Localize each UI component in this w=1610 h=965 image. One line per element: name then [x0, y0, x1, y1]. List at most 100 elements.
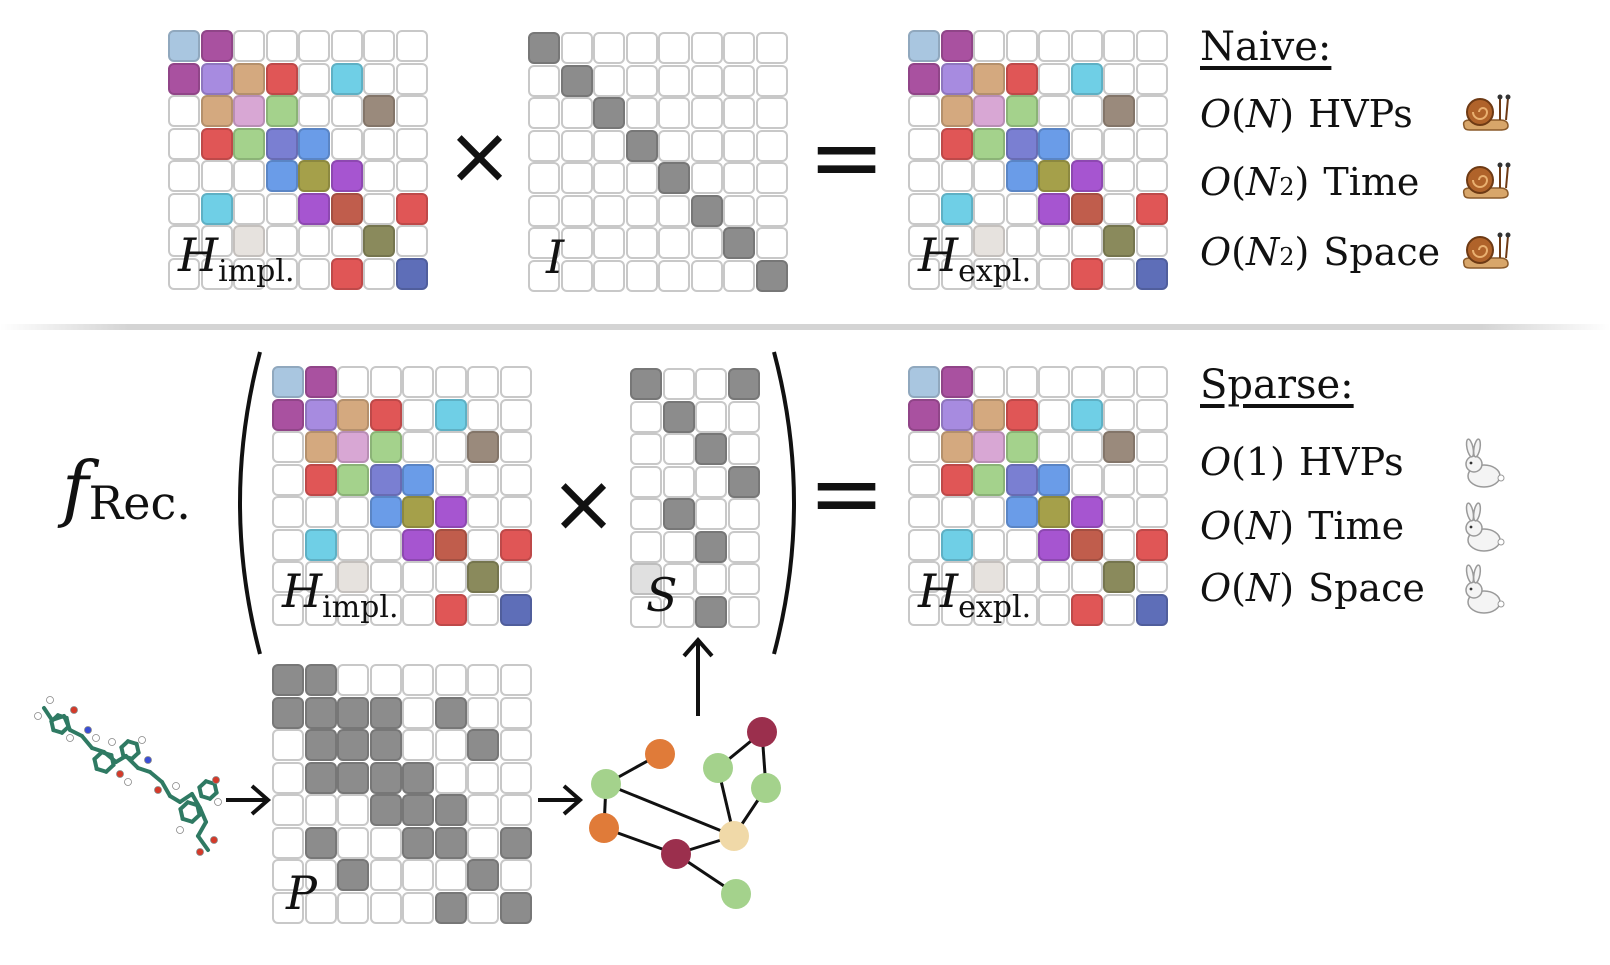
matrix-cell	[265, 225, 298, 257]
matrix-cell	[1070, 528, 1103, 561]
matrix-cell	[395, 257, 428, 290]
matrix-cell	[973, 593, 1005, 626]
matrix-cell	[499, 729, 532, 761]
matrix-cell	[593, 97, 625, 129]
matrix-cell	[560, 64, 593, 97]
matrix-cell	[908, 257, 940, 290]
matrix-cell	[560, 259, 593, 292]
matrix-cell	[395, 225, 428, 257]
matrix-cell	[1135, 366, 1168, 398]
matrix-cell	[755, 259, 788, 292]
matrix-cell	[363, 62, 395, 95]
matrix-cell	[1070, 496, 1103, 528]
matrix-cell	[337, 696, 369, 729]
recovery-function-label: fRec.	[62, 446, 191, 530]
complexity-label: Time	[1323, 160, 1420, 204]
matrix-cell	[940, 95, 973, 127]
matrix-cell	[369, 398, 402, 431]
matrix-cell	[272, 398, 304, 431]
molecule-bond	[196, 834, 210, 852]
matrix-cell	[662, 498, 695, 530]
graph-node	[721, 879, 751, 909]
complexity-label: HVPs	[1308, 92, 1413, 136]
matrix-cell	[1070, 62, 1103, 95]
matrix-cell	[337, 664, 369, 696]
matrix-cell	[337, 561, 369, 593]
matrix-cell	[265, 192, 298, 225]
matrix-cell	[1070, 257, 1103, 290]
matrix-cell	[630, 433, 662, 465]
graph-node	[645, 739, 675, 769]
graph-node	[661, 839, 691, 869]
matrix-cell	[940, 561, 973, 593]
matrix-cell	[630, 530, 662, 563]
matrix-cell	[395, 62, 428, 95]
matrix-cell	[1038, 398, 1070, 431]
matrix-cell	[467, 593, 499, 626]
matrix-cell	[298, 95, 330, 127]
matrix-cell	[1070, 225, 1103, 257]
matrix-cell	[690, 194, 723, 227]
matrix-cell	[908, 398, 940, 431]
matrix-cell	[369, 561, 402, 593]
matrix-cell	[630, 563, 662, 595]
molecule-bond	[136, 766, 152, 774]
matrix-cell	[337, 761, 369, 794]
matrix-cell	[298, 62, 330, 95]
matrix-cell	[690, 227, 723, 259]
matrix-cell	[434, 528, 467, 561]
matrix-cell	[402, 561, 434, 593]
matrix-cell	[467, 794, 499, 826]
molecule-image	[34, 696, 222, 856]
matrix-cell	[337, 794, 369, 826]
matrix-cell	[467, 366, 499, 398]
matrix-cell	[908, 561, 940, 593]
complexity-arg: N	[1245, 160, 1280, 204]
matrix-cell	[402, 496, 434, 528]
matrix-cell	[1135, 160, 1168, 192]
matrix-cell	[499, 664, 532, 696]
molecule-atom	[46, 696, 54, 704]
matrix-cell	[1005, 463, 1038, 496]
matrix-cell	[402, 794, 434, 826]
matrix-cell	[662, 595, 695, 628]
matrix-cell	[369, 366, 402, 398]
matrix-cell	[233, 127, 265, 160]
matrix-cell	[625, 194, 658, 227]
matrix-cell	[658, 227, 690, 259]
matrix-cell	[434, 431, 467, 463]
matrix-cell	[330, 257, 363, 290]
matrix-cell	[369, 826, 402, 859]
molecule-bond	[212, 781, 219, 795]
matrix-cell	[402, 593, 434, 626]
matrix-cell	[1038, 95, 1070, 127]
matrix-cell	[168, 95, 200, 127]
matrix-cell	[304, 528, 337, 561]
matrix-cell	[395, 192, 428, 225]
arrow-pattern-to-graph	[538, 784, 584, 816]
matrix-cell	[528, 162, 560, 194]
matrix-cell	[723, 129, 755, 162]
graph-node	[751, 773, 781, 803]
matrix-cell	[1135, 192, 1168, 225]
matrix-cell	[467, 561, 499, 593]
matrix-cell	[1038, 528, 1070, 561]
matrix-cell	[337, 528, 369, 561]
matrix-cell	[330, 160, 363, 192]
matrix-cell	[908, 431, 940, 463]
matrix-cell	[1038, 30, 1070, 62]
matrix-cell	[695, 595, 727, 628]
complexity-op: O	[1200, 230, 1232, 274]
close-paren: )	[1279, 92, 1295, 136]
matrix-cell	[499, 528, 532, 561]
matrix-cell	[630, 465, 662, 498]
matrix-cell	[755, 64, 788, 97]
matrix-cell	[1005, 561, 1038, 593]
molecule-bond	[160, 780, 172, 798]
matrix-cell	[304, 431, 337, 463]
matrix-cell	[1103, 366, 1135, 398]
close-paren: )	[1279, 566, 1295, 610]
matrix-cell	[369, 761, 402, 794]
matrix-cell	[1005, 431, 1038, 463]
matrix-cell	[593, 162, 625, 194]
